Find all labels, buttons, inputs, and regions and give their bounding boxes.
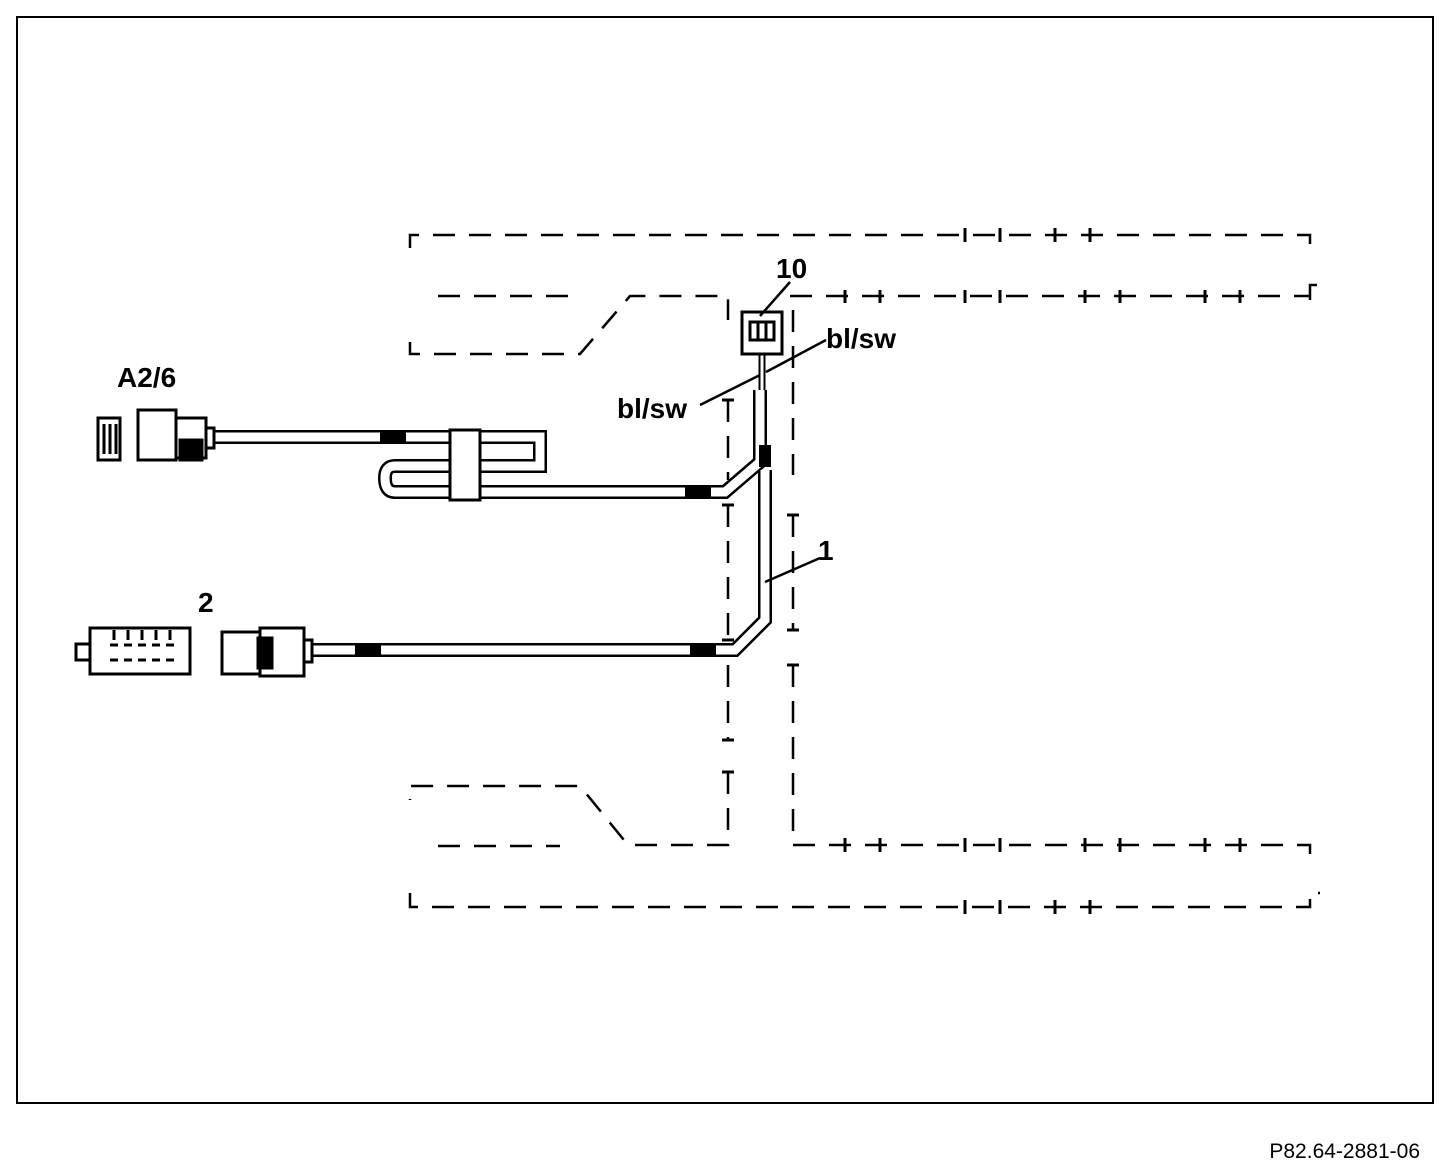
diagram-frame — [16, 16, 1434, 1104]
label-a2-6: A2/6 — [117, 362, 176, 393]
label-connector-2: 2 — [198, 587, 214, 618]
label-wire-right: bl/sw — [826, 323, 896, 354]
cable-clip — [448, 428, 482, 502]
body-outline-dashed — [408, 233, 1320, 909]
label-harness-1: 1 — [818, 535, 834, 566]
connector-2 — [74, 626, 314, 678]
label-connector-10: 10 — [776, 253, 807, 284]
figure-reference: P82.64-2881-06 — [1269, 1140, 1420, 1163]
leader-lines — [699, 281, 827, 584]
connector-a2-6 — [96, 408, 216, 462]
wiring-harness — [210, 355, 772, 657]
connector-10 — [740, 310, 784, 356]
outline-ticks — [722, 228, 1242, 914]
tape-marks — [355, 431, 771, 656]
label-wire-left: bl/sw — [617, 393, 687, 424]
